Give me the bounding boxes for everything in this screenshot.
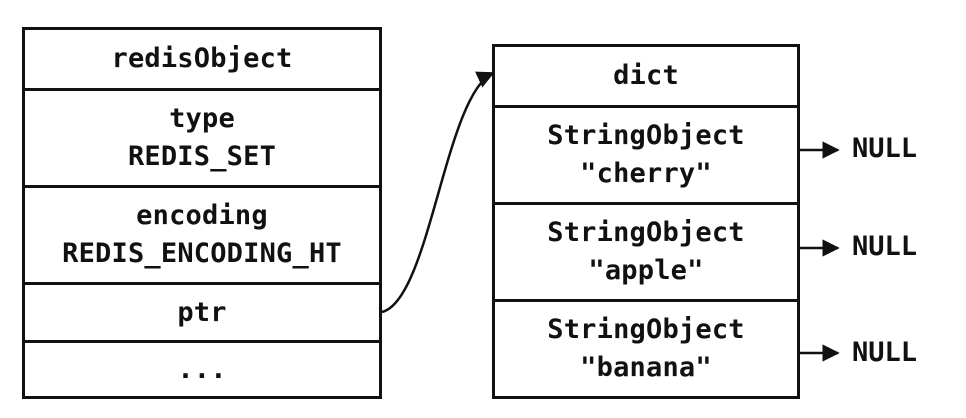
dict-entry-value: "cherry" — [580, 158, 712, 189]
redis-object-struct: redisObject type REDIS_SET encoding REDI… — [22, 27, 382, 399]
null-label-cherry: NULL — [852, 133, 918, 164]
null-label-apple: NULL — [852, 231, 918, 262]
null-label-banana: NULL — [852, 337, 918, 368]
dict-entry-banana: StringObject "banana" — [495, 299, 797, 396]
type-field: type REDIS_SET — [25, 88, 379, 185]
redis-object-header: redisObject — [25, 30, 379, 88]
dict-entry-value: "apple" — [588, 255, 704, 286]
dict-entry-type: StringObject — [547, 120, 745, 151]
redis-object-header-text: redisObject — [111, 43, 293, 74]
encoding-field-label: encoding — [136, 200, 268, 231]
ellipsis-field: ... — [25, 340, 379, 396]
dict-struct: dict StringObject "cherry" StringObject … — [492, 44, 800, 399]
ellipsis-text: ... — [177, 353, 227, 385]
type-field-label: type — [169, 103, 235, 134]
dict-entry-cherry: StringObject "cherry" — [495, 105, 797, 202]
dict-entry-value: "banana" — [580, 352, 712, 383]
encoding-field-value: REDIS_ENCODING_HT — [62, 238, 342, 269]
dict-header: dict — [495, 47, 797, 105]
ptr-to-dict-arrow — [381, 71, 495, 314]
dict-entry-type: StringObject — [547, 314, 745, 345]
dict-entry-apple: StringObject "apple" — [495, 202, 797, 299]
encoding-field: encoding REDIS_ENCODING_HT — [25, 185, 379, 282]
dict-header-text: dict — [613, 60, 679, 91]
ptr-field: ptr — [25, 282, 379, 340]
ptr-field-label: ptr — [177, 296, 227, 328]
dict-entry-type: StringObject — [547, 217, 745, 248]
type-field-value: REDIS_SET — [127, 141, 277, 172]
